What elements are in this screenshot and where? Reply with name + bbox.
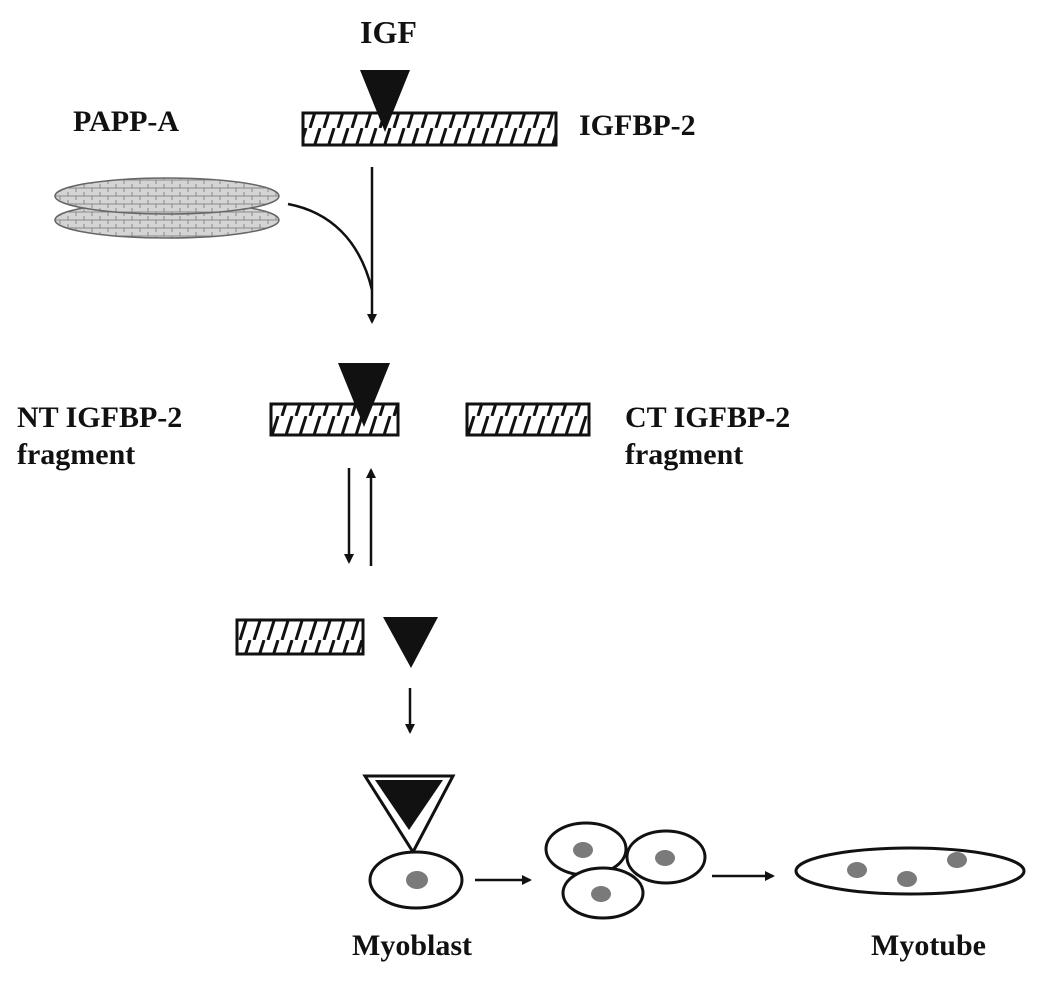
nt-fragment-label-line2: fragment (17, 438, 136, 471)
igfbp2-bar (301, 111, 558, 147)
papp-a-curve (287, 202, 374, 291)
free-igf-triangle (383, 617, 438, 668)
ct-fragment-label-line1: CT IGFBP-2 (625, 401, 791, 434)
ct-fragment-bar (465, 402, 591, 437)
free-nt-fragment-bar (235, 618, 365, 656)
myotube-label: Myotube (871, 929, 986, 962)
papp-a-label: PAPP-A (73, 105, 180, 138)
papp-a-shape (54, 177, 280, 239)
nt-fragment-label-line1: NT IGFBP-2 (17, 401, 183, 434)
nt-fragment-bar (269, 402, 400, 437)
ct-fragment-label-line2: fragment (625, 438, 744, 471)
receptor-bound-igf (375, 780, 443, 830)
myoblast-label: Myoblast (352, 929, 472, 962)
igfbp2-label: IGFBP-2 (579, 109, 696, 142)
myotube-cell (794, 846, 1026, 896)
myotube-nuclei (847, 852, 967, 887)
proliferating-cells (544, 821, 707, 920)
igf-triangle (360, 70, 410, 132)
igf-triangle-nt (338, 363, 390, 427)
myoblast-nucleus (406, 871, 428, 889)
igf-label: IGF (360, 14, 417, 50)
